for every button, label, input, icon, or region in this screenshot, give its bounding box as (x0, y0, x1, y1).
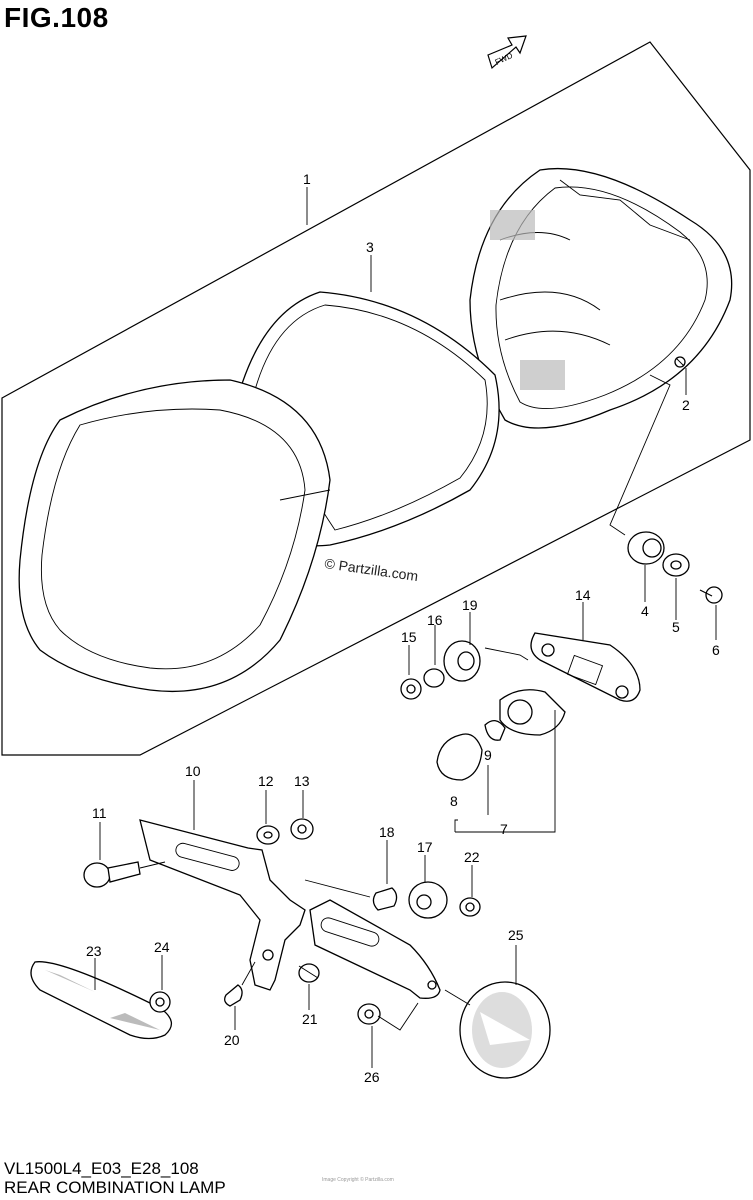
nut-15 (400, 678, 422, 700)
reflector-bracket (309, 899, 441, 999)
bulb-20 (224, 984, 243, 1007)
bulb-socket-9 (484, 689, 566, 741)
callout-9: 9 (484, 747, 492, 763)
grommet-19 (443, 640, 481, 682)
figure-caption: REAR COMBINATION LAMP (4, 1178, 226, 1197)
lamp-rim (18, 379, 331, 693)
callout-3: 3 (366, 239, 374, 255)
lamp-housing (469, 167, 733, 429)
bolt-11 (83, 861, 141, 888)
callout-19: 19 (462, 597, 478, 613)
callout-26: 26 (364, 1069, 380, 1085)
nut-26 (357, 1003, 381, 1025)
washer-5 (662, 553, 690, 577)
callout-6: 6 (712, 642, 720, 658)
spacer-18 (372, 887, 398, 911)
assembly-box-outline (1, 41, 751, 756)
callout-25: 25 (508, 927, 524, 943)
nut-13 (290, 818, 314, 840)
callout-18: 18 (379, 824, 395, 840)
callout-14: 14 (575, 587, 591, 603)
callout-7: 7 (500, 821, 508, 837)
figure-code: VL1500L4_E03_E28_108 (4, 1159, 199, 1178)
callout-24: 24 (154, 939, 170, 955)
plate-bracket-10 (139, 819, 306, 991)
washer-12 (256, 825, 280, 845)
round-reflector-25 (459, 981, 551, 1079)
callout-13: 13 (294, 773, 310, 789)
callout-23: 23 (86, 943, 102, 959)
nut-22 (459, 897, 481, 917)
callout-2: 2 (682, 397, 690, 413)
callout-16: 16 (427, 612, 443, 628)
callout-12: 12 (258, 773, 274, 789)
fwd-arrow-icon: FWD (487, 35, 527, 70)
callout-4: 4 (641, 603, 649, 619)
callout-22: 22 (464, 849, 480, 865)
screw-21 (298, 963, 320, 983)
spacer-16 (423, 668, 445, 688)
callout-8: 8 (450, 793, 458, 809)
callout-1: 1 (303, 171, 311, 187)
callout-5: 5 (672, 619, 680, 635)
bracket-14 (530, 632, 641, 702)
screw-2 (674, 356, 686, 368)
bulb-cover-8 (436, 733, 483, 781)
callout-20: 20 (224, 1032, 240, 1048)
screw-6 (699, 586, 723, 604)
grommet-17 (408, 881, 448, 919)
grommet-4 (627, 531, 665, 565)
side-reflector-23 (30, 961, 172, 1040)
callout-11: 11 (92, 805, 107, 821)
callout-15: 15 (401, 629, 417, 645)
callout-17: 17 (417, 839, 433, 855)
callout-21: 21 (302, 1011, 318, 1027)
callout-leaders (94, 187, 717, 1068)
callout-10: 10 (185, 763, 201, 779)
bottom-watermark: Image Copyright © Partzilla.com (322, 1177, 394, 1183)
figure-title: FIG.108 (4, 2, 109, 33)
callout-numbers: 1 2 3 4 5 6 7 8 9 10 11 12 13 14 15 16 1… (86, 171, 720, 1085)
watermark-text: © Partzilla.com (324, 555, 420, 584)
nut-24 (149, 991, 171, 1013)
